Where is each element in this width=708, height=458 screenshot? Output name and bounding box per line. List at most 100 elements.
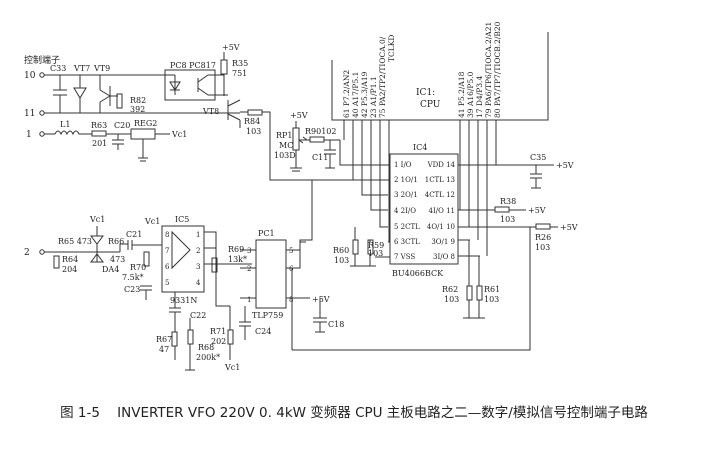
- ic4-right-pins: VDD 14 1CTL 13 4CTL 12 4I/O 11 4O/1 10 3…: [425, 161, 456, 261]
- r64-resistor: [53, 255, 60, 269]
- r38-label: R38: [500, 197, 516, 206]
- schematic-diagram: 控制端子 10 11 C33 VT7 VT9 R82 392 PC8 PC817…: [24, 21, 578, 372]
- r68-value: 200k*: [196, 353, 220, 362]
- c24-label: C24: [255, 327, 271, 336]
- r26-wires: [292, 226, 558, 351]
- ic1-pin-75-alt: TCLKD: [387, 35, 396, 62]
- terminal-1: [39, 131, 45, 137]
- r62-r61-wires: [463, 240, 485, 319]
- r84-label: R84: [244, 117, 260, 126]
- vt8-label: VT8: [202, 107, 219, 116]
- ic4-pin-8: 3I/O 8: [433, 253, 455, 261]
- r69-value: 13k*: [228, 255, 247, 264]
- terminal-wires: [44, 74, 240, 114]
- pc8-optocoupler: [164, 69, 216, 101]
- r68-label: R68: [198, 343, 214, 352]
- c22-label: C22: [190, 311, 206, 320]
- ic1-left-pin-wires: [343, 120, 390, 243]
- r71-label: R71: [210, 327, 226, 336]
- r71-c24-wires: [229, 306, 251, 360]
- r35-value: 751: [232, 69, 247, 78]
- ic1-pin-42: 42 P5.3/A19: [360, 71, 369, 118]
- da4-vc1-label: Vc1: [89, 215, 105, 224]
- ic4-pin-2: 2 1O/1: [394, 176, 418, 184]
- vt7-label: VT7: [73, 64, 90, 73]
- r64-label: R64: [62, 255, 78, 264]
- ic4-pin-5: 5 2CTL: [394, 223, 420, 231]
- r60-r59-wires: [350, 227, 376, 267]
- ic4-pin-12: 4CTL 12: [425, 191, 455, 199]
- svg-text:2: 2: [196, 247, 200, 255]
- r61-label: R61: [484, 285, 500, 294]
- terminal-10: [39, 72, 45, 78]
- terminal-10-label: 10: [24, 71, 36, 81]
- r60-label: R60: [333, 246, 349, 255]
- ic1-pin-41: 41 P5.2/A18: [457, 71, 466, 118]
- r61-value: 103: [484, 295, 499, 304]
- svg-text:7: 7: [165, 247, 169, 255]
- ic4-pin-1: 1 I/O: [394, 161, 412, 169]
- ic1-name: CPU: [420, 100, 441, 110]
- rp1-type: MC: [279, 141, 293, 150]
- r70-label: R70: [130, 263, 146, 272]
- svg-text:8: 8: [165, 231, 169, 239]
- ic4-left-pins: 1 I/O 2 1O/1 3 2O/1 4 2I/O 5 2CTL 6 3CTL…: [394, 161, 420, 261]
- terminal-2: [39, 249, 45, 255]
- r64-value: 204: [62, 265, 77, 274]
- c21-label: C21: [126, 230, 142, 239]
- vt9-transistor: [99, 75, 118, 113]
- c20-capacitor: [106, 133, 131, 150]
- c22-capacitor: [169, 292, 181, 318]
- reg2-vc1-label: Vc1: [171, 130, 187, 139]
- r68-resistor: [187, 329, 194, 345]
- c33-capacitor: [53, 75, 67, 113]
- vt7-diode: [73, 75, 87, 113]
- r35-resistor: [220, 59, 228, 75]
- r82-value: 392: [130, 105, 145, 114]
- ic5-name: 9331N: [170, 296, 197, 305]
- ic4-pin-4: 4 2I/O: [394, 207, 416, 215]
- ic4-pin-11: 4I/O 11: [429, 207, 455, 215]
- ic1-pin-23: 23 A1/P1.1: [369, 76, 378, 118]
- ic4-pin-13: 1CTL 13: [425, 176, 455, 184]
- r38-resistor: [494, 206, 510, 213]
- vt8-transistor: [208, 94, 241, 128]
- r59-label: R59: [368, 241, 384, 250]
- svg-text:3: 3: [196, 263, 200, 271]
- ic1-right-pins: 41 P5.2/A18 39 A16/P5.0 17 D4/P3.4 79 PA…: [457, 21, 502, 118]
- c35-capacitor: [530, 165, 542, 189]
- ic1-body: [331, 32, 549, 121]
- ic5-internal: [171, 230, 252, 307]
- ic4-pin-7: 7 VSS: [394, 253, 415, 261]
- svg-text:6: 6: [165, 263, 170, 271]
- pc1-label: PC1: [258, 229, 275, 238]
- figure-number: 图 1-5: [60, 405, 100, 421]
- c21-capacitor: [119, 240, 162, 252]
- ic1-right-pin-wires: [459, 120, 497, 256]
- pc8-led: [169, 75, 181, 95]
- r35-supply-label: +5V: [222, 43, 240, 52]
- ic4-chip: [389, 153, 459, 265]
- rp1-supply-label: +5V: [290, 111, 308, 120]
- c23-label: C23: [124, 285, 140, 294]
- reg2-label: REG2: [134, 119, 157, 128]
- svg-text:4: 4: [196, 279, 201, 287]
- rp1-value: 103D: [274, 151, 296, 160]
- svg-text:5: 5: [289, 247, 293, 255]
- ic5-vc1-label: Vc1: [144, 217, 160, 226]
- svg-text:1: 1: [196, 231, 200, 239]
- ic4-supply-label: +5V: [556, 161, 574, 170]
- svg-text:8: 8: [289, 296, 293, 304]
- ic1-pin-75: 75 PA2/TP2/TIOCA.0/: [378, 36, 387, 118]
- r69-label: R69: [228, 245, 244, 254]
- terminal-2-label: 2: [24, 248, 30, 258]
- r38-value: 103: [500, 215, 515, 224]
- pc8-phototransistor: [197, 74, 209, 96]
- pc1-optocoupler: [255, 239, 287, 309]
- r26-value: 103: [535, 243, 550, 252]
- c33-label: C33: [50, 64, 66, 73]
- r61-resistor: [476, 285, 483, 301]
- r82-resistor: [116, 93, 123, 109]
- c11-capacitor: [307, 139, 340, 169]
- r90-resistor: [309, 136, 325, 143]
